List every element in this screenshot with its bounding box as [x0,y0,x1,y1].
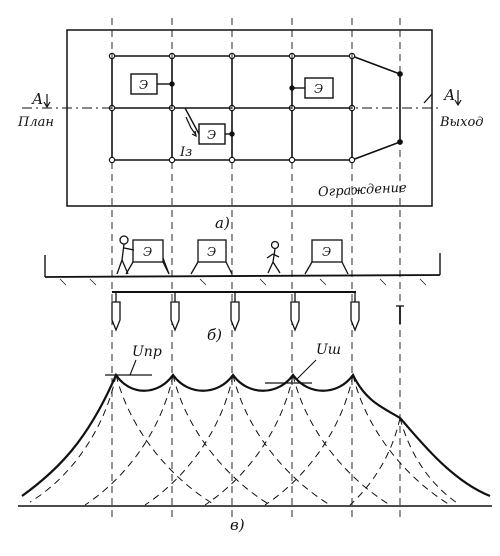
current-label: Iз [179,145,192,160]
text-labels: А План А Выход Ограждение Iз а) б) в) Uп… [17,78,484,534]
fence-outline [66,29,433,207]
equipment-label-plan-3: Э [207,128,216,142]
part-b-label: б) [207,326,222,344]
vertical-electrodes [111,292,404,332]
plan-label: План [17,115,54,130]
electrode-potential-curves [29,374,461,506]
equipment-label-plan-2: Э [314,82,323,96]
equipment-label-section-1: Э [143,245,152,259]
u-pr-label: Uпр [132,344,162,360]
section-label-left: А [31,90,43,108]
person-walking [266,240,281,274]
fence-label: Ограждение [318,181,408,201]
current-arrow [185,116,197,136]
ground-surface [44,274,441,278]
u-sh-label: Uш [316,342,341,358]
equipment-label-section-3: Э [322,245,331,259]
equipment-label-section-2: Э [207,245,216,259]
section-label-right: А [443,86,455,104]
equipment-label-plan-1: Э [139,78,148,92]
exit-label: Выход [439,115,484,130]
part-v-label: в) [230,516,245,534]
equipment-section [125,239,349,275]
potential-curve [21,372,491,498]
part-a-label: а) [215,214,230,232]
person-touching [116,235,135,275]
